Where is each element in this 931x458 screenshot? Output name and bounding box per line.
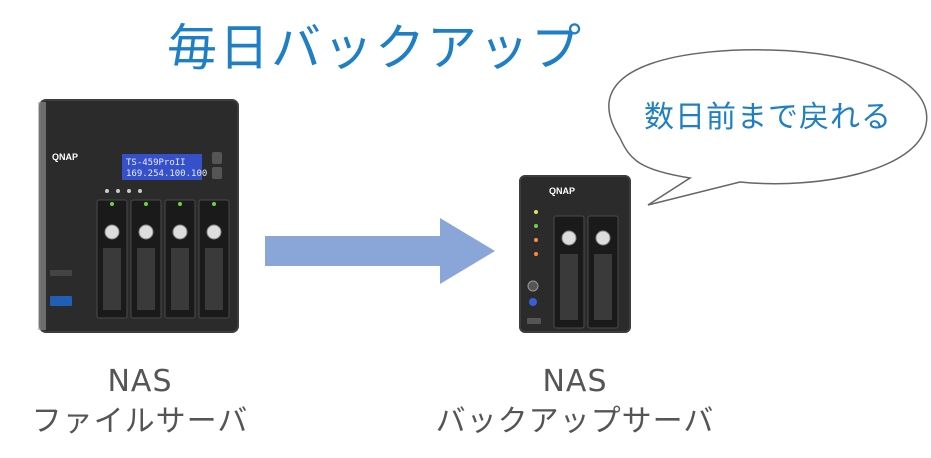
left-nas-device: QNAP TS-459ProII 169.254.100.100 xyxy=(38,99,239,333)
left-drive-bays xyxy=(96,199,230,319)
bubble-text: 数日前まで戻れる xyxy=(644,100,892,135)
lcd-line-2: 169.254.100.100 xyxy=(126,169,207,179)
right-device-caption: NAS バックアップサーバ xyxy=(420,362,730,442)
lcd-display xyxy=(122,154,202,180)
left-caption-line-2: ファイルサーバ xyxy=(31,404,249,439)
right-caption-line-1: NAS xyxy=(542,364,608,399)
right-nas-device: QNAP xyxy=(519,175,631,333)
page-title: 毎日バックアップ xyxy=(167,19,583,77)
right-caption-line-2: バックアップサーバ xyxy=(435,404,715,439)
left-brand-logo: QNAP xyxy=(52,152,78,162)
speech-bubble xyxy=(608,49,928,206)
left-device-caption: NAS ファイルサーバ xyxy=(0,362,280,442)
backup-arrow xyxy=(265,218,495,284)
left-caption-line-1: NAS xyxy=(107,364,173,399)
lcd-line-1: TS-459ProII xyxy=(126,158,186,168)
right-brand-logo: QNAP xyxy=(549,186,575,196)
